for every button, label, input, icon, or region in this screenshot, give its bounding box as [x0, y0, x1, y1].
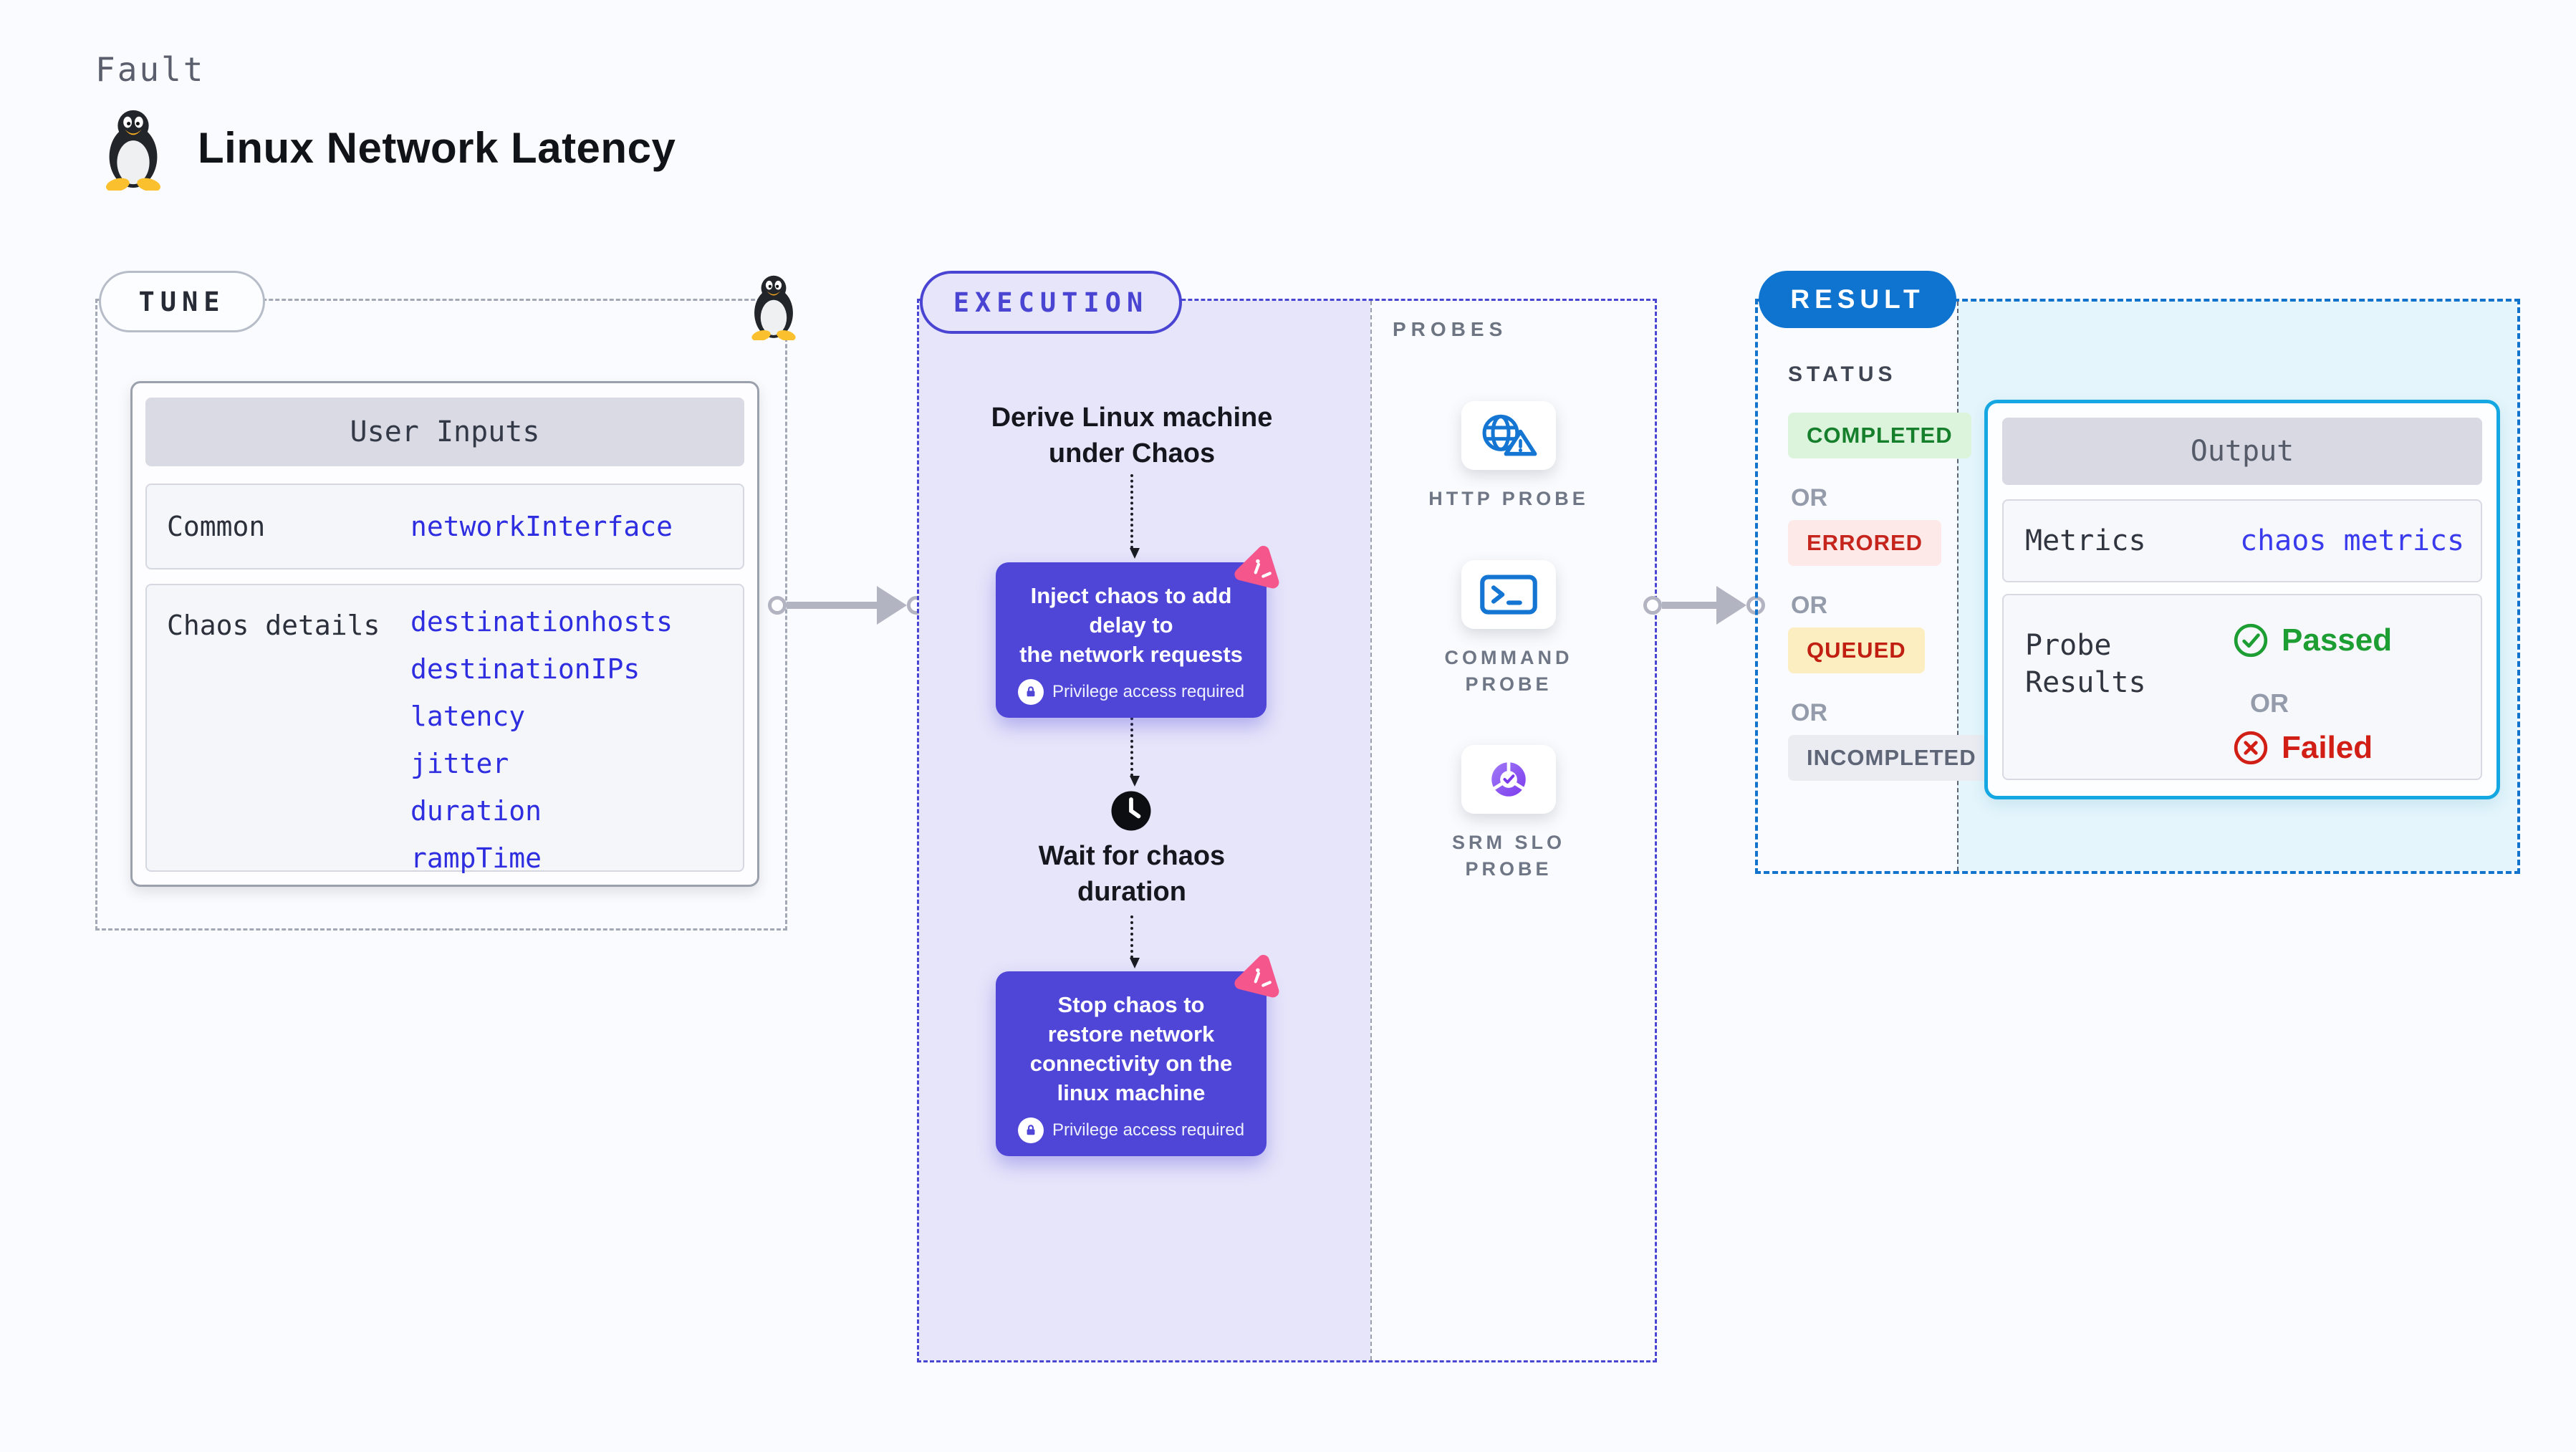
chaos-details-row: Chaos details destinationhosts destinati… [145, 584, 744, 874]
execution-flow-panel [919, 301, 1370, 1360]
chaos-detail-value: rampTime [410, 842, 542, 874]
common-label: Common [167, 511, 266, 542]
connector-arrow [1130, 474, 1140, 559]
status-heading: STATUS [1788, 362, 1897, 386]
terminal-icon [1480, 574, 1537, 615]
failed-result: Failed [2233, 730, 2373, 766]
inject-chaos-step: Inject chaos to add delay to the network… [996, 546, 1279, 718]
tune-to-execution-arrow [768, 586, 926, 625]
common-inputs-row: Common networkInterface [145, 484, 744, 569]
chaos-details-values: destinationhosts destinationIPs latency … [410, 598, 673, 882]
probes-divider [1370, 301, 1372, 1360]
metrics-value: chaos metrics [2240, 524, 2465, 557]
passed-result: Passed [2233, 622, 2392, 658]
execution-pill: EXECUTION [920, 271, 1182, 334]
status-badge-completed: COMPLETED [1788, 413, 1971, 458]
litmus-chaos-icon [1234, 955, 1279, 998]
execution-section [917, 299, 1657, 1362]
tune-pill: TUNE [99, 271, 265, 332]
probes-heading: PROBES [1393, 318, 1508, 340]
litmus-chaos-icon [1234, 546, 1279, 589]
srm-slo-probe-label: SRM SLO PROBE [1451, 832, 1565, 880]
derive-step-text: Derive Linux machine under Chaos [991, 403, 1273, 468]
inject-chaos-text: Inject chaos to add delay to the network… [1019, 583, 1243, 667]
status-badge-queued: QUEUED [1788, 628, 1925, 673]
slo-gauge-icon [1491, 761, 1526, 797]
user-inputs-card: User Inputs Common networkInterface Chao… [130, 381, 759, 887]
or-separator: OR [1791, 592, 1827, 619]
arrow-head [877, 586, 907, 625]
command-probe-card [1461, 560, 1556, 629]
or-separator: OR [1791, 699, 1827, 726]
probe-results-label: Probe Results [2025, 629, 2146, 699]
tux-penguin-small-icon [751, 275, 796, 340]
chaos-detail-value: duration [410, 795, 542, 827]
passed-label: Passed [2282, 622, 2393, 658]
http-probe-card [1461, 401, 1556, 470]
or-separator: OR [2250, 688, 2289, 718]
arrow-head [1716, 586, 1746, 625]
check-circle-icon [2234, 623, 2268, 658]
stop-chaos-text: Stop chaos to restore network connectivi… [1029, 992, 1233, 1105]
page-title: Linux Network Latency [198, 124, 676, 172]
metrics-row: Metrics chaos metrics [2002, 499, 2482, 582]
status-badge-incompleted: INCOMPLETED [1788, 735, 1995, 781]
globe-alert-icon [1482, 414, 1537, 456]
metrics-label: Metrics [2025, 524, 2146, 557]
user-inputs-title: User Inputs [145, 398, 744, 466]
privilege-badge-text: Privilege access required [1052, 1120, 1245, 1140]
http-probe-label: HTTP PROBE [1428, 488, 1589, 509]
clock-icon [1111, 791, 1151, 831]
srm-slo-probe-card [1461, 745, 1556, 814]
chaos-detail-value: destinationhosts [410, 606, 673, 638]
x-circle-icon [2234, 731, 2268, 765]
stop-chaos-step: Stop chaos to restore network connectivi… [996, 955, 1279, 1156]
connector-arrow [1130, 689, 1140, 787]
output-title: Output [2002, 418, 2482, 485]
chaos-detail-value: latency [410, 701, 526, 732]
common-value: networkInterface [410, 511, 673, 542]
arrow-start-node [1643, 596, 1662, 615]
output-card: Output Metrics chaos metrics Probe Resul… [1984, 400, 2500, 799]
arrow-start-node [768, 596, 787, 615]
chaos-detail-value: jitter [410, 748, 509, 779]
lock-icon [1017, 679, 1044, 705]
command-probe-label: COMMAND PROBE [1444, 647, 1573, 695]
tux-penguin-icon [106, 110, 160, 191]
probe-results-row: Probe Results Passed OR Failed [2002, 594, 2482, 780]
arrow-line [787, 602, 877, 609]
status-badge-errored: ERRORED [1788, 520, 1942, 566]
fault-eyebrow: Fault [95, 50, 206, 89]
lock-icon [1017, 1117, 1044, 1143]
connector-arrow [1130, 915, 1140, 968]
result-pill: RESULT [1759, 271, 1956, 328]
chaos-details-label: Chaos details [167, 610, 380, 641]
privilege-badge-text: Privilege access required [1052, 682, 1245, 701]
chaos-detail-value: destinationIPs [410, 653, 640, 685]
tune-section [95, 299, 787, 931]
execution-to-result-arrow [1643, 586, 1765, 625]
wait-step-text: Wait for chaos duration [1038, 841, 1226, 907]
or-separator: OR [1791, 484, 1827, 511]
arrow-line [1662, 602, 1716, 609]
failed-label: Failed [2282, 730, 2373, 765]
